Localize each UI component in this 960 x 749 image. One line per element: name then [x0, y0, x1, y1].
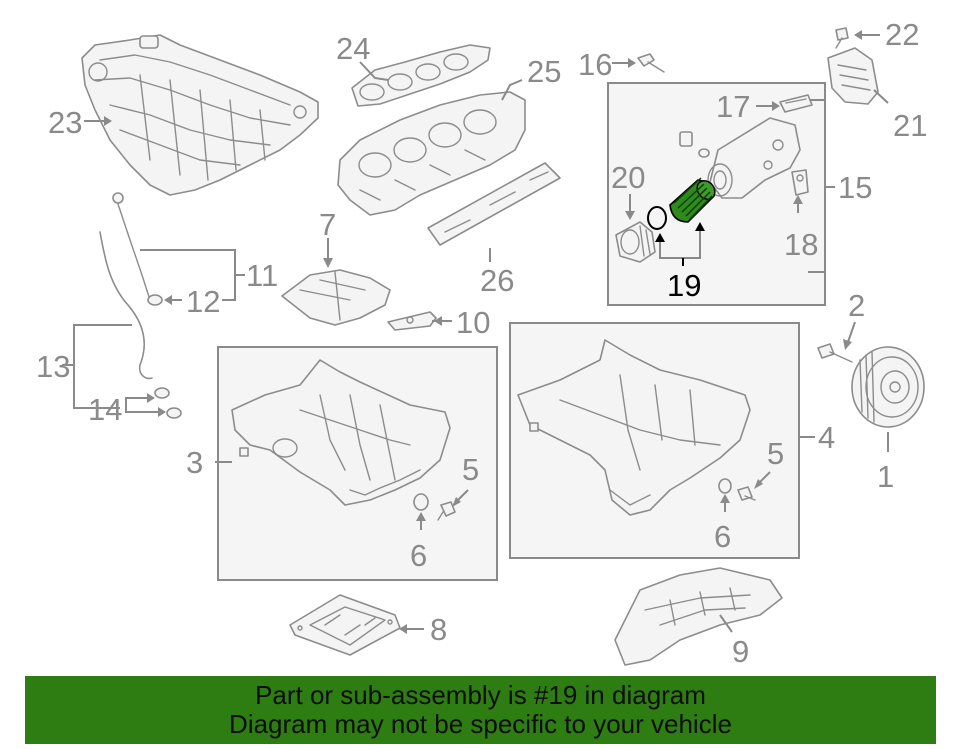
- banner-line-2: Diagram may not be specific to your vehi…: [229, 709, 732, 739]
- callout-5b[interactable]: 5: [767, 436, 784, 471]
- callout-22[interactable]: 22: [885, 17, 919, 52]
- info-banner: Part or sub-assembly is #19 in diagram D…: [25, 676, 936, 744]
- bracket-part-10[interactable]: [387, 311, 437, 331]
- bolt-part-22[interactable]: [835, 27, 849, 49]
- callout-13[interactable]: 13: [36, 349, 70, 384]
- callout-21[interactable]: 21: [893, 108, 927, 143]
- gasket-part-26[interactable]: [427, 162, 561, 246]
- callout-23[interactable]: 23: [48, 105, 82, 140]
- oring-part-19[interactable]: [647, 206, 667, 230]
- bolt-part-16[interactable]: [637, 53, 665, 73]
- washer-part-6-left[interactable]: [413, 493, 429, 511]
- callout-18[interactable]: 18: [784, 227, 818, 262]
- callout-6b[interactable]: 6: [714, 519, 731, 554]
- callout-25[interactable]: 25: [527, 54, 561, 89]
- callout-12[interactable]: 12: [186, 284, 220, 319]
- oil-filter-element-part-19[interactable]: [669, 177, 719, 223]
- callout-7[interactable]: 7: [319, 207, 336, 242]
- oring-part-12[interactable]: [147, 294, 163, 306]
- gasket-part-18[interactable]: [791, 169, 809, 196]
- callout-6a[interactable]: 6: [410, 538, 427, 573]
- callout-1[interactable]: 1: [877, 459, 894, 494]
- lower-oil-pan-part-9[interactable]: [614, 567, 783, 666]
- callout-16[interactable]: 16: [578, 47, 612, 82]
- gasket-part-17[interactable]: [779, 94, 813, 113]
- callout-17[interactable]: 17: [716, 89, 750, 124]
- oring-part-14b[interactable]: [166, 407, 182, 419]
- callout-2[interactable]: 2: [848, 288, 865, 323]
- lower-intake-manifold-part-25[interactable]: [337, 91, 526, 216]
- callout-26[interactable]: 26: [480, 263, 514, 298]
- callout-20[interactable]: 20: [611, 160, 645, 195]
- callout-8[interactable]: 8: [430, 612, 447, 647]
- oil-cooler-part-21[interactable]: [827, 47, 879, 105]
- lower-oil-pan-part-8[interactable]: [289, 594, 401, 656]
- upper-oil-pan-part-3[interactable]: [231, 359, 451, 506]
- callout-15[interactable]: 15: [838, 170, 872, 205]
- callout-11[interactable]: 11: [246, 258, 278, 293]
- gasket-part-24[interactable]: [351, 44, 491, 107]
- callout-5a[interactable]: 5: [462, 452, 479, 487]
- callout-4[interactable]: 4: [818, 420, 835, 455]
- banner-line-1: Part or sub-assembly is #19 in diagram: [255, 680, 706, 710]
- dipstick-tube-part-13[interactable]: [99, 231, 153, 380]
- bolt-part-2[interactable]: [817, 343, 853, 363]
- baffle-part-7[interactable]: [281, 269, 391, 326]
- callout-9[interactable]: 9: [732, 634, 749, 669]
- intake-manifold-part-23[interactable]: [81, 34, 319, 196]
- callout-14[interactable]: 14: [88, 392, 122, 427]
- oil-filter-housing-part-15[interactable]: [707, 117, 801, 199]
- callout-3[interactable]: 3: [186, 445, 203, 480]
- washer-part-6-right[interactable]: [718, 478, 732, 494]
- bolt-part-5-right[interactable]: [737, 486, 756, 501]
- filter-cap-part-20[interactable]: [615, 221, 656, 263]
- oring-part-14a[interactable]: [154, 387, 170, 399]
- plug-part-small[interactable]: [679, 131, 710, 158]
- callout-19[interactable]: 19: [667, 268, 701, 303]
- upper-oil-pan-part-4[interactable]: [517, 339, 751, 516]
- callout-24[interactable]: 24: [336, 31, 370, 66]
- group-box-oil-pump: [607, 82, 826, 306]
- dipstick-part-11[interactable]: [112, 192, 151, 301]
- crankshaft-pulley-part-1[interactable]: [851, 346, 925, 428]
- bolt-part-5-left[interactable]: [437, 501, 456, 521]
- callout-10[interactable]: 10: [456, 305, 490, 340]
